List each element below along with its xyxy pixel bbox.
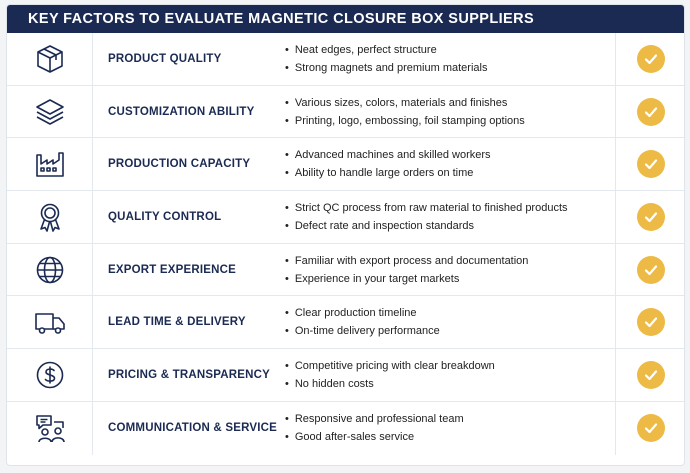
bullet-item: Clear production timeline <box>285 304 615 322</box>
bullet-item: Ability to handle large orders on time <box>285 164 615 182</box>
bullet-item: Advanced machines and skilled workers <box>285 146 615 164</box>
bullet-item: Good after-sales service <box>285 428 615 446</box>
icon-cell <box>7 85 93 138</box>
check-icon <box>636 414 665 443</box>
box-icon <box>36 45 63 73</box>
factor-bullets: Various sizes, colors, materials and fin… <box>285 94 615 130</box>
factor-bullets: Advanced machines and skilled workers Ab… <box>285 146 615 182</box>
factor-bullets: Clear production timeline On-time delive… <box>285 304 615 340</box>
factor-title: PRODUCT QUALITY <box>108 52 222 65</box>
globe-icon <box>36 256 63 283</box>
table-row: PRICING & TRANSPARENCY Competitive prici… <box>7 349 684 402</box>
bullet-item: Strict QC process from raw material to f… <box>285 199 615 217</box>
factor-title: COMMUNICATION & SERVICE <box>108 422 278 435</box>
bullet-item: On-time delivery performance <box>285 322 615 340</box>
check-icon <box>636 308 665 337</box>
factor-title: PRICING & TRANSPARENCY <box>108 368 271 381</box>
factor-title: LEAD TIME & DELIVERY <box>108 316 246 329</box>
check-cell <box>615 138 684 191</box>
table-row: PRODUCT QUALITY Neat edges, perfect stru… <box>7 33 684 86</box>
dollar-coin-icon <box>36 361 63 389</box>
factor-bullets: Strict QC process from raw material to f… <box>285 199 615 235</box>
check-cell <box>615 243 684 296</box>
check-cell <box>615 401 684 455</box>
factor-bullets: Competitive pricing with clear breakdown… <box>285 357 615 393</box>
check-cell <box>615 349 684 401</box>
bullet-item: Printing, logo, embossing, foil stamping… <box>285 112 615 130</box>
icon-cell <box>7 349 93 401</box>
factor-title: PRODUCTION CAPACITY <box>108 158 251 171</box>
bullet-item: Strong magnets and premium materials <box>285 59 615 77</box>
table-header: KEY FACTORS TO EVALUATE MAGNETIC CLOSURE… <box>7 5 684 33</box>
table-row: EXPORT EXPERIENCE Familiar with export p… <box>7 243 684 297</box>
check-cell <box>615 85 684 138</box>
table-row: QUALITY CONTROL Strict QC process from r… <box>7 191 684 244</box>
table-rows: PRODUCT QUALITY Neat edges, perfect stru… <box>7 33 684 455</box>
table-row: COMMUNICATION & SERVICE Responsive and p… <box>7 401 684 455</box>
check-icon <box>636 97 665 126</box>
check-icon <box>636 202 665 231</box>
table-row: LEAD TIME & DELIVERY Clear production ti… <box>7 296 684 350</box>
customer-service-icon <box>35 415 65 443</box>
bullet-item: Defect rate and inspection standards <box>285 217 615 235</box>
icon-cell <box>7 243 93 296</box>
factory-icon <box>35 152 64 178</box>
check-cell <box>615 296 684 349</box>
check-icon <box>636 255 665 284</box>
factor-bullets: Responsive and professional team Good af… <box>285 410 615 446</box>
award-ribbon-icon <box>39 203 60 232</box>
icon-cell <box>7 138 93 191</box>
bullet-item: Various sizes, colors, materials and fin… <box>285 94 615 112</box>
icon-cell <box>7 401 93 455</box>
bullet-item: Experience in your target markets <box>285 270 615 288</box>
bullet-item: Neat edges, perfect structure <box>285 41 615 59</box>
bullet-item: Familiar with export process and documen… <box>285 252 615 270</box>
truck-icon <box>34 313 65 335</box>
check-icon <box>636 44 665 73</box>
table-row: PRODUCTION CAPACITY Advanced machines an… <box>7 138 684 192</box>
table-row: CUSTOMIZATION ABILITY Various sizes, col… <box>7 85 684 139</box>
factor-title: EXPORT EXPERIENCE <box>108 263 237 276</box>
icon-cell <box>7 296 93 349</box>
factor-bullets: Familiar with export process and documen… <box>285 252 615 288</box>
factor-title: QUALITY CONTROL <box>108 210 222 223</box>
check-icon <box>636 150 665 179</box>
bullet-item: Competitive pricing with clear breakdown <box>285 357 615 375</box>
check-icon <box>636 360 665 389</box>
layers-icon <box>35 98 64 125</box>
check-cell <box>615 191 684 243</box>
factor-bullets: Neat edges, perfect structure Strong mag… <box>285 41 615 77</box>
bullet-item: Responsive and professional team <box>285 410 615 428</box>
factor-title: CUSTOMIZATION ABILITY <box>108 105 255 118</box>
table-title: KEY FACTORS TO EVALUATE MAGNETIC CLOSURE… <box>28 11 535 27</box>
check-cell <box>615 33 684 85</box>
bullet-item: No hidden costs <box>285 375 615 393</box>
icon-cell <box>7 191 93 243</box>
icon-cell <box>7 33 93 85</box>
factors-table: KEY FACTORS TO EVALUATE MAGNETIC CLOSURE… <box>6 4 685 466</box>
